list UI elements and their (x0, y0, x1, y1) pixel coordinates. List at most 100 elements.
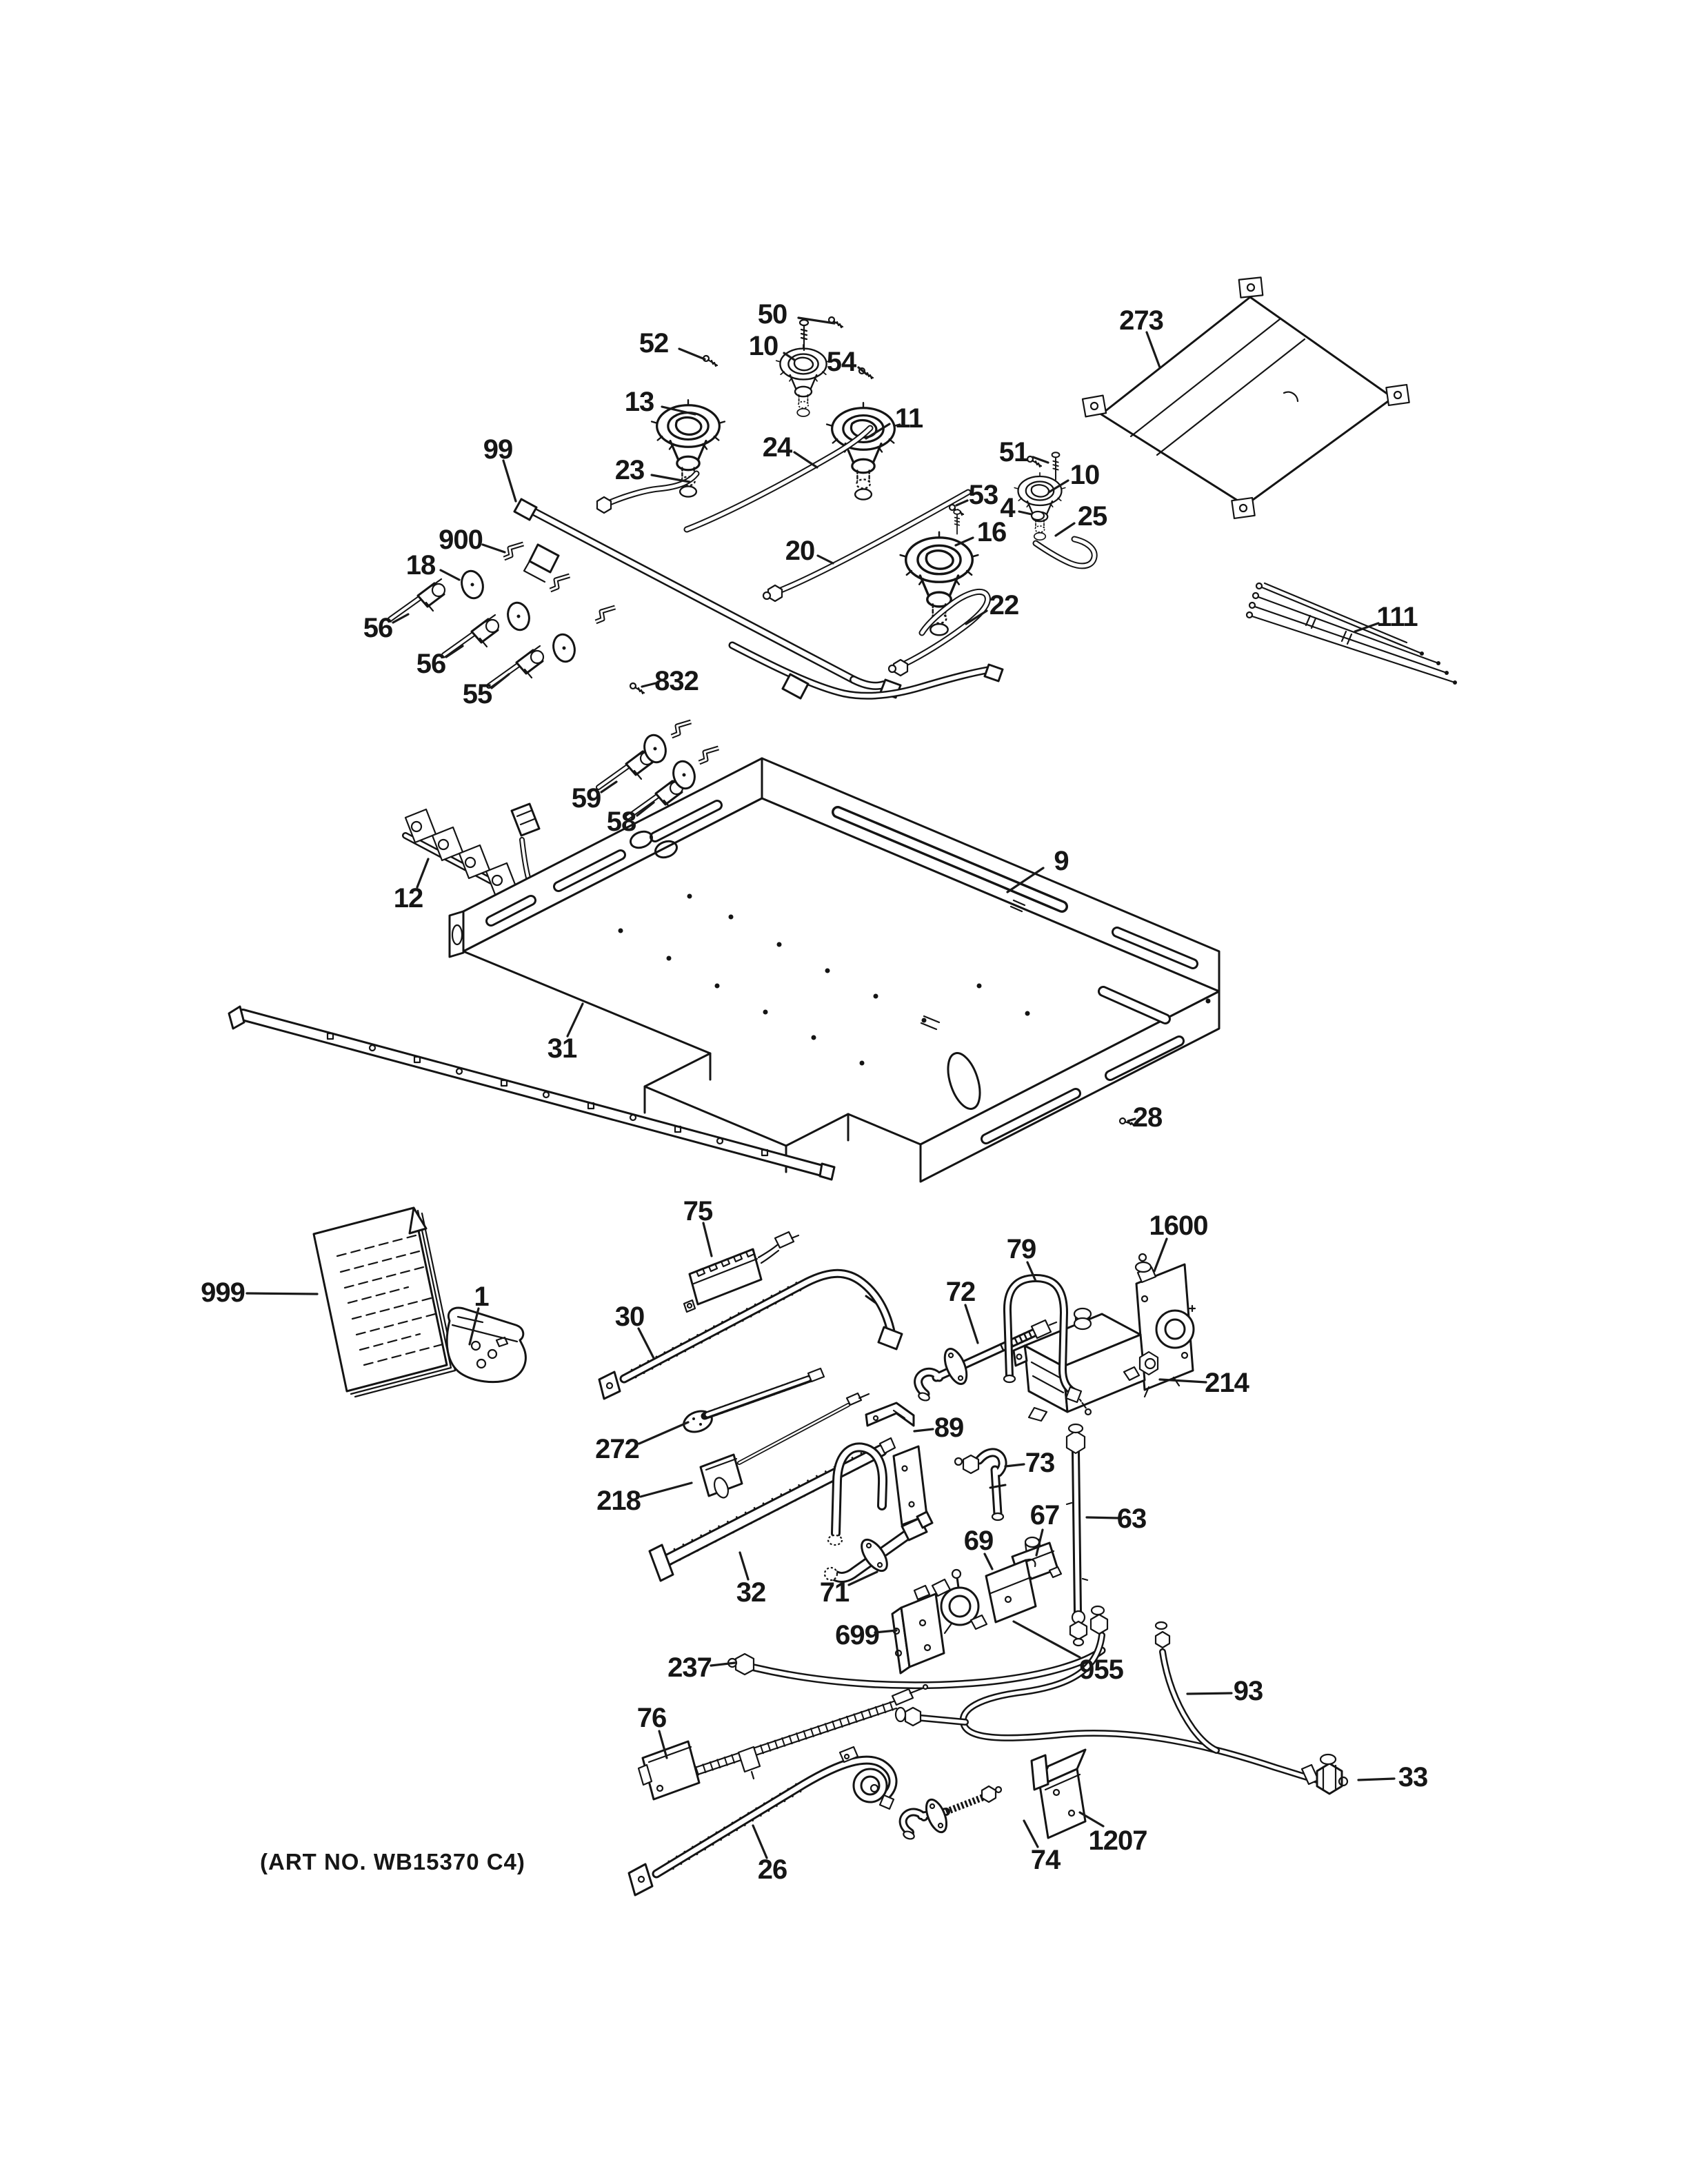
part-label-4: 4 (1000, 493, 1016, 523)
part-16-screw (953, 509, 961, 535)
part-33-fitting (1300, 1753, 1349, 1795)
part-16-burner (898, 531, 980, 636)
part-label-10-right: 10 (1070, 460, 1100, 490)
part-label-214: 214 (1205, 1368, 1249, 1398)
part-label-53: 53 (969, 480, 998, 510)
part-832-screw (629, 682, 645, 695)
part-955-safety-valve (931, 1568, 988, 1635)
part-label-93: 93 (1234, 1676, 1263, 1706)
part-label-74: 74 (1031, 1845, 1061, 1875)
part-label-56-1: 56 (363, 613, 393, 643)
part-label-63: 63 (1117, 1504, 1147, 1534)
part-label-11: 11 (895, 403, 923, 434)
part-900-bracket-1 (504, 544, 523, 558)
part-label-218: 218 (596, 1486, 641, 1516)
part-89-bracket (865, 1402, 915, 1427)
part-76-igniter (637, 1684, 929, 1801)
part-74-orifice-elbow (898, 1785, 1003, 1840)
part-272-carryover (683, 1367, 825, 1433)
part-label-71: 71 (820, 1577, 850, 1608)
part-25-burner-tube (1032, 536, 1098, 569)
part-51-screw-long (1051, 452, 1061, 481)
part-22-burner-tube (887, 588, 991, 677)
part-label-32: 32 (736, 1577, 766, 1608)
part-20-burner-tube (762, 489, 972, 603)
part-30-oven-burner-tube (598, 1268, 903, 1400)
part-18-washer-2 (503, 599, 534, 634)
part-214-gas-valve (1012, 1307, 1159, 1422)
part-label-1600: 1600 (1149, 1211, 1208, 1241)
part-label-10-left: 10 (749, 331, 778, 361)
part-label-1: 1 (474, 1282, 489, 1312)
part-900-bracket-2 (550, 576, 570, 590)
part-273-heat-shield (1081, 276, 1410, 520)
part-label-13: 13 (625, 387, 654, 417)
part-label-111: 111 (1376, 602, 1418, 632)
part-number-labels: 50 52 10 54 13 11 24 23 99 51 10 53 4 25… (201, 299, 1428, 1885)
part-10-burner-left (775, 343, 832, 418)
part-label-900: 900 (439, 525, 483, 555)
part-label-26: 26 (758, 1854, 787, 1885)
part-4-washer (1030, 510, 1045, 521)
part-56-valve-2 (444, 615, 499, 655)
part-label-999: 999 (201, 1277, 245, 1308)
part-label-12: 12 (394, 883, 423, 913)
part-18-washer-1 (457, 567, 488, 602)
part-label-75: 75 (683, 1196, 713, 1226)
part-9-main-top-panel (448, 757, 1220, 1183)
part-label-69: 69 (964, 1526, 994, 1556)
part-bracket-5 (699, 748, 719, 762)
art-number-note: (ART NO. WB15370 C4) (260, 1849, 525, 1874)
part-label-67: 67 (1030, 1500, 1060, 1530)
part-699-bracket (891, 1584, 945, 1675)
part-label-955: 955 (1079, 1655, 1123, 1685)
part-label-50: 50 (758, 299, 787, 330)
part-label-56-2: 56 (416, 649, 446, 679)
part-label-51: 51 (999, 437, 1029, 467)
part-label-16: 16 (977, 517, 1007, 547)
part-label-18: 18 (406, 550, 436, 580)
part-label-89: 89 (934, 1413, 964, 1443)
part-label-99: 99 (483, 434, 513, 465)
part-label-22: 22 (989, 590, 1019, 620)
part-32-broil-burner (648, 1437, 896, 1582)
part-label-72: 72 (946, 1277, 976, 1307)
part-99-manifold-pipe (513, 498, 902, 699)
top-burner-assembly (513, 316, 1098, 700)
part-93-supply-tube (894, 1605, 1329, 1785)
part-900-bracket-3 (596, 607, 615, 622)
part-label-832: 832 (654, 666, 699, 696)
part-label-79: 79 (1007, 1234, 1036, 1264)
part-72-orifice-tube (914, 1319, 1058, 1402)
part-69-bracket (985, 1558, 1037, 1624)
part-label-54: 54 (827, 347, 857, 377)
part-237-tube (727, 1646, 1106, 1690)
part-1207-bracket (1030, 1748, 1087, 1839)
part-23-burner-tube (596, 470, 700, 514)
part-71-tube-assembly (823, 1442, 934, 1583)
part-10-burner-right (1014, 472, 1066, 541)
part-label-58: 58 (607, 807, 636, 837)
part-label-25: 25 (1078, 501, 1107, 532)
part-label-31: 31 (547, 1033, 577, 1064)
part-label-273: 273 (1119, 305, 1163, 336)
part-63-gas-tube (1065, 1423, 1089, 1647)
part-label-24: 24 (763, 432, 793, 463)
part-bracket-4 (672, 722, 691, 736)
part-label-20: 20 (785, 536, 815, 566)
leader-lines (245, 316, 1396, 1859)
part-label-1207: 1207 (1089, 1826, 1147, 1856)
part-label-30: 30 (615, 1302, 645, 1332)
part-label-9: 9 (1054, 846, 1068, 876)
part-55-valve (489, 646, 543, 686)
part-label-55: 55 (463, 679, 492, 709)
part-52-screw (702, 354, 719, 367)
part-label-23: 23 (615, 455, 645, 485)
part-label-237: 237 (667, 1652, 712, 1683)
part-75-spark-module (683, 1231, 800, 1313)
part-label-33: 33 (1398, 1762, 1428, 1792)
part-56-valve-1 (390, 579, 445, 619)
part-26-oven-tube (627, 1746, 898, 1897)
part-front-pipe (728, 641, 1004, 700)
part-label-272: 272 (595, 1434, 639, 1464)
